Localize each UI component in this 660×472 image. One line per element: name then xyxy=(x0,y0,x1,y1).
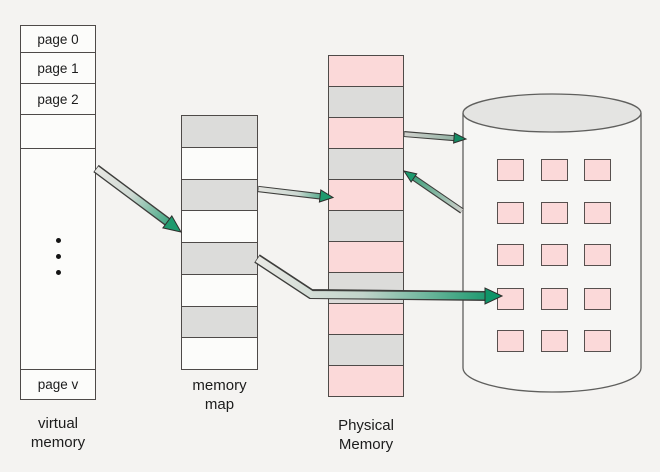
virtual-memory-cell-5: page v xyxy=(20,369,96,400)
disk-block-r0-c2 xyxy=(584,159,611,181)
memory-map-cell-4 xyxy=(181,242,258,275)
physical-memory-cell-2 xyxy=(328,117,404,149)
disk-block-r1-c0 xyxy=(497,201,524,224)
ellipsis-dot xyxy=(55,270,61,275)
disk-block-r3-c1 xyxy=(540,287,568,310)
physical-memory-cell-1 xyxy=(328,86,404,118)
physical-memory-cell-10 xyxy=(328,365,404,397)
physical-memory-cell-4 xyxy=(328,179,404,211)
virtual-memory-label: virtual memory xyxy=(30,415,86,452)
virtual-memory-column: page 0 page 1 page 2 page v xyxy=(20,25,96,400)
virtual-memory-cell-3 xyxy=(20,114,96,149)
memory-map-cell-3 xyxy=(181,210,258,243)
ellipsis-dot xyxy=(55,254,61,259)
disk-block-r2-c0 xyxy=(497,244,524,266)
memory-map-cell-2 xyxy=(181,178,258,212)
virtual-memory-cell-text: page v xyxy=(37,377,79,392)
physical-memory-cell-8 xyxy=(328,303,404,335)
disk-block-r4-c2 xyxy=(584,330,611,352)
physical-memory-cell-5 xyxy=(328,210,404,242)
ellipsis-dot xyxy=(55,238,61,243)
virtual-memory-cell-text: page 2 xyxy=(37,91,79,107)
physical-memory-cell-0 xyxy=(328,55,404,87)
memory-map-label: memory map xyxy=(192,377,247,414)
virtual-memory-cell-2: page 2 xyxy=(20,83,96,115)
virtual-memory-cell-text: page 1 xyxy=(37,60,79,76)
physical-memory-cell-6 xyxy=(328,241,404,273)
disk-block-r3-c0 xyxy=(497,287,524,310)
virtual-memory-cell-0: page 0 xyxy=(20,25,96,53)
virtual-memory-cell-4 xyxy=(20,148,96,370)
physical-memory-cell-7 xyxy=(328,272,404,304)
memory-map-cell-1 xyxy=(181,146,258,180)
memory-map-cell-7 xyxy=(181,337,258,370)
disk-block-r4-c0 xyxy=(497,330,524,352)
memory-map-cell-5 xyxy=(181,273,258,307)
virtual-memory-cell-text: page 0 xyxy=(37,31,79,47)
physical-memory-cell-9 xyxy=(328,334,404,366)
ellipsis-dots xyxy=(21,238,95,275)
memory-map-column xyxy=(181,115,258,370)
disk-block-r0-c1 xyxy=(540,159,568,181)
arrow-disk-to-physical xyxy=(402,170,464,214)
virtual-memory-cell-1: page 1 xyxy=(20,52,96,84)
disk-block-r1-c1 xyxy=(540,201,568,224)
disk-block-r0-c0 xyxy=(497,159,524,181)
physical-memory-cell-3 xyxy=(328,148,404,180)
arrow-map-to-physical xyxy=(257,185,335,203)
disk-block-r3-c2 xyxy=(584,287,611,310)
disk-block-r4-c1 xyxy=(540,330,568,352)
memory-map-cell-6 xyxy=(181,305,258,339)
disk-top-ellipse xyxy=(462,93,642,133)
physical-memory-column xyxy=(328,55,404,397)
disk-block-r2-c1 xyxy=(540,244,568,266)
memory-map-cell-0 xyxy=(181,115,258,148)
disk-block-r1-c2 xyxy=(584,201,611,224)
disk-block-r2-c2 xyxy=(584,244,611,266)
arrow-virtual-to-map xyxy=(93,164,182,233)
physical-memory-label: Physical Memory xyxy=(338,417,394,454)
